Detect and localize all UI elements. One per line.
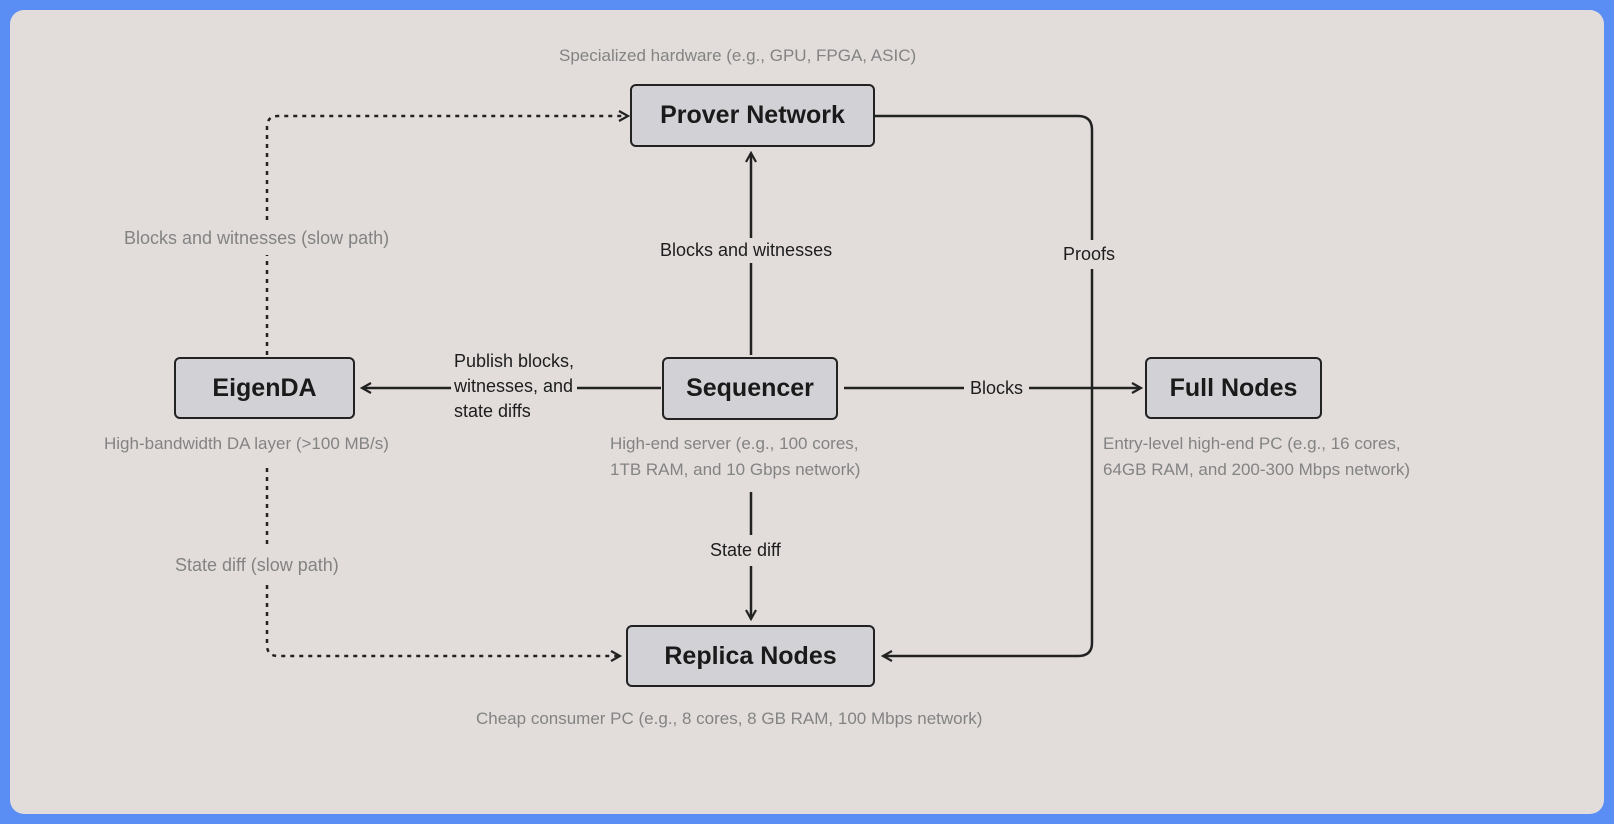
node-sequencer: Sequencer xyxy=(662,357,838,420)
label-sequencer-to-eigenda-line1: Publish blocks, xyxy=(454,351,575,371)
label-sequencer-to-eigenda-line3: state diffs xyxy=(454,401,531,421)
note-sequencer-line1: High-end server (e.g., 100 cores, xyxy=(610,434,859,453)
label-state-diff: State diff xyxy=(707,535,784,566)
label-eigenda-to-replica: State diff (slow path) xyxy=(173,549,341,582)
edge-eigenda-to-prover xyxy=(265,116,628,355)
note-full-nodes: Entry-level high-end PC (e.g., 16 cores,… xyxy=(1103,431,1410,483)
node-prover-network: Prover Network xyxy=(630,84,875,147)
diagram-canvas: Prover Network EigenDA Sequencer Full No… xyxy=(10,10,1604,814)
node-replica-nodes: Replica Nodes xyxy=(626,625,875,687)
note-replica: Cheap consumer PC (e.g., 8 cores, 8 GB R… xyxy=(476,709,983,728)
note-eigenda: High-bandwidth DA layer (>100 MB/s) xyxy=(104,434,389,453)
note-full-nodes-line1: Entry-level high-end PC (e.g., 16 cores, xyxy=(1103,434,1401,453)
label-blocks: Blocks xyxy=(964,376,1030,401)
node-full-nodes: Full Nodes xyxy=(1145,357,1322,419)
note-sequencer-line2: 1TB RAM, and 10 Gbps network) xyxy=(610,460,861,479)
note-prover: Specialized hardware (e.g., GPU, FPGA, A… xyxy=(559,46,917,65)
note-sequencer: High-end server (e.g., 100 cores, 1TB RA… xyxy=(610,431,860,483)
label-proofs: Proofs xyxy=(1060,240,1119,269)
label-sequencer-to-eigenda-line2: witnesses, and xyxy=(454,376,574,396)
edge-prover-to-replica xyxy=(875,114,1094,656)
label-eigenda-to-prover: Blocks and witnesses (slow path) xyxy=(122,222,392,255)
note-full-nodes-line2: 64GB RAM, and 200-300 Mbps network) xyxy=(1103,460,1411,479)
node-eigenda: EigenDA xyxy=(174,357,355,419)
label-sequencer-to-eigenda: Publish blocks, witnesses, and state dif… xyxy=(451,349,578,424)
label-sequencer-to-prover: Blocks and witnesses xyxy=(657,238,836,263)
